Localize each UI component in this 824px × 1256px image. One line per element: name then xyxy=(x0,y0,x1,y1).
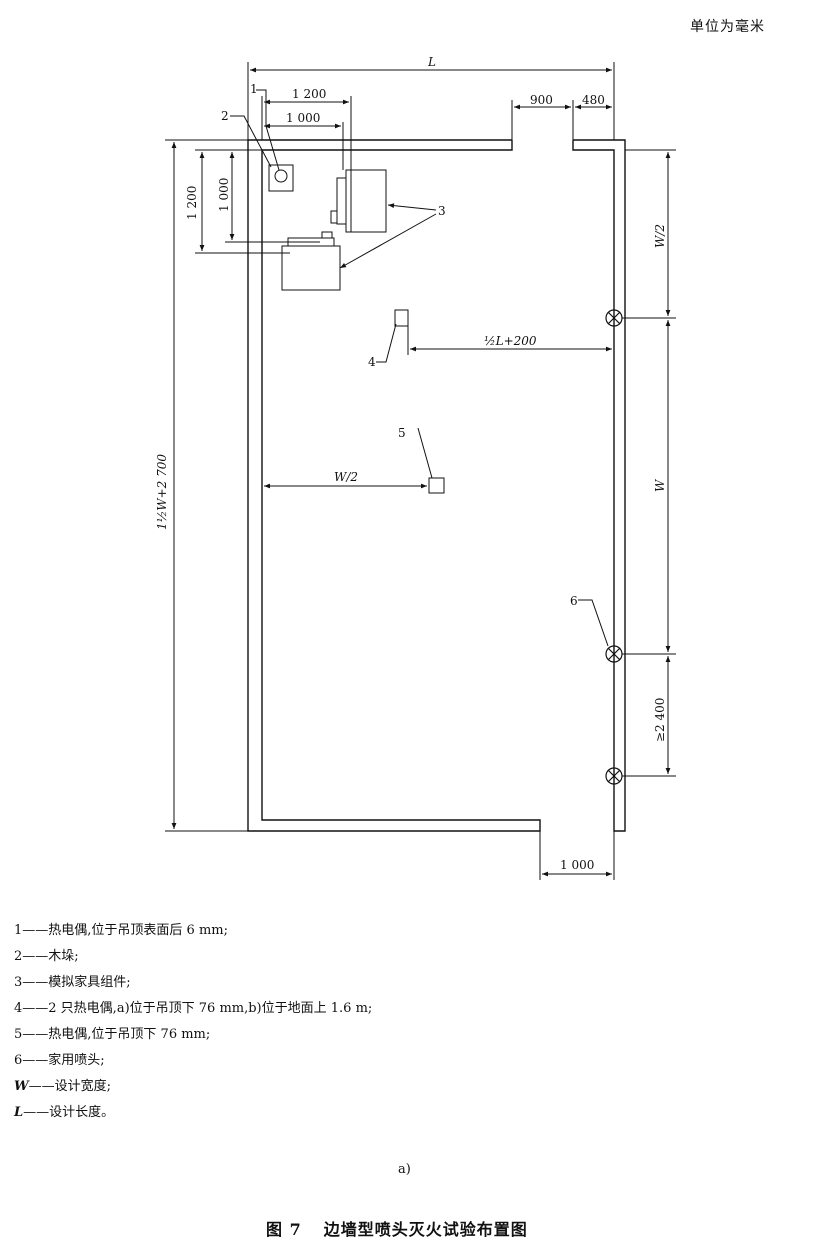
dim-half-length-label: ½L+200 xyxy=(484,334,537,348)
dim-half-length xyxy=(407,326,612,355)
legend-sep: —— xyxy=(22,1053,49,1068)
legend-text: 设计长度。 xyxy=(49,1105,115,1120)
dim-length xyxy=(247,62,615,140)
legend-item-2: 2——木垛; xyxy=(14,944,372,970)
legend-text: 家用喷头; xyxy=(48,1053,105,1068)
dim-1000-top-label: 1 000 xyxy=(286,111,320,125)
legend-key: 2 xyxy=(14,949,23,964)
legend-sep: —— xyxy=(22,949,49,964)
legend-item-l: L——设计长度。 xyxy=(14,1100,372,1126)
furniture-assembly xyxy=(281,169,387,291)
legend-item-3: 3——模拟家具组件; xyxy=(14,970,372,996)
dim-1200-left-label: 1 200 xyxy=(185,186,199,220)
wood-crib xyxy=(268,164,294,192)
dim-length-label: L xyxy=(427,55,436,69)
dim-top-furniture xyxy=(261,96,352,232)
wall-outer-left xyxy=(247,139,541,832)
callout-4: 4 xyxy=(368,355,376,369)
legend-key: 5 xyxy=(14,1027,23,1042)
test-layout-drawing: L 900 480 1 200 1 000 1 200 1 000 1½W+2 … xyxy=(155,55,676,880)
dim-door-bottom xyxy=(539,831,615,880)
legend-text: 木垛; xyxy=(48,949,79,964)
legend-key: W xyxy=(14,1079,29,1094)
legend-key: L xyxy=(14,1105,24,1120)
dim-total-height xyxy=(165,139,248,832)
legend-item-6: 6——家用喷头; xyxy=(14,1048,372,1074)
callout-6: 6 xyxy=(570,594,578,608)
callout-2: 2 xyxy=(221,109,229,123)
legend-text: 2 只热电偶,a)位于吊顶下 76 mm,b)位于地面上 1.6 m; xyxy=(48,1001,373,1016)
legend-item-w: W——设计宽度; xyxy=(14,1074,372,1100)
wall-outer-right xyxy=(572,139,626,832)
dim-480-label: 480 xyxy=(582,93,605,107)
legend-text: 热电偶,位于吊顶表面后 6 mm; xyxy=(48,923,228,938)
dim-half-width-mid-label: W/2 xyxy=(334,470,358,484)
figure-title: 边墙型喷头灭火试验布置图 xyxy=(323,1220,528,1239)
dim-door-top xyxy=(511,100,615,140)
legend-sep: —— xyxy=(22,1027,49,1042)
dim-1000-left-label: 1 000 xyxy=(217,178,231,212)
legend-text: 设计宽度; xyxy=(54,1079,111,1094)
dim-min-2400-label: ≥2 400 xyxy=(653,698,667,742)
thermocouple-5 xyxy=(428,477,445,494)
legend-text: 模拟家具组件; xyxy=(48,975,131,990)
dim-total-height-label: 1½W+2 700 xyxy=(155,454,169,530)
dim-left-furniture xyxy=(195,149,320,254)
legend: 1——热电偶,位于吊顶表面后 6 mm; 2——木垛; 3——模拟家具组件; 4… xyxy=(14,918,372,1126)
callout-5: 5 xyxy=(398,426,406,440)
figure-caption: 图 7 边墙型喷头灭火试验布置图 xyxy=(266,1216,528,1240)
sub-caption: a) xyxy=(398,1162,411,1177)
legend-key: 3 xyxy=(14,975,23,990)
callout-1: 1 xyxy=(250,82,258,96)
legend-item-5: 5——热电偶,位于吊顶下 76 mm; xyxy=(14,1022,372,1048)
dim-right-side xyxy=(622,149,676,777)
legend-sep: —— xyxy=(22,975,49,990)
legend-item-4: 4——2 只热电偶,a)位于吊顶下 76 mm,b)位于地面上 1.6 m; xyxy=(14,996,372,1022)
unit-note: 单位为毫米 xyxy=(690,19,765,35)
dim-half-width-right-label: W/2 xyxy=(653,224,667,248)
dim-width-right-label: W xyxy=(653,478,667,492)
dim-900-label: 900 xyxy=(530,93,553,107)
legend-text: 热电偶,位于吊顶下 76 mm; xyxy=(48,1027,211,1042)
legend-item-1: 1——热电偶,位于吊顶表面后 6 mm; xyxy=(14,918,372,944)
legend-key: 1 xyxy=(14,923,23,938)
thermocouple-4 xyxy=(394,309,409,327)
legend-key: 4 xyxy=(14,1001,23,1016)
dim-1200-top-label: 1 200 xyxy=(292,87,326,101)
legend-key: 6 xyxy=(14,1053,23,1068)
legend-sep: —— xyxy=(22,923,49,938)
legend-sep: —— xyxy=(28,1079,55,1094)
dim-1000-bottom-label: 1 000 xyxy=(560,858,594,872)
figure-number: 图 7 xyxy=(266,1220,302,1239)
callout-3: 3 xyxy=(438,204,446,218)
legend-sep: —— xyxy=(22,1001,49,1016)
thermocouple-1 xyxy=(274,169,288,183)
legend-sep: —— xyxy=(23,1105,50,1120)
callout-leaders xyxy=(230,89,609,647)
